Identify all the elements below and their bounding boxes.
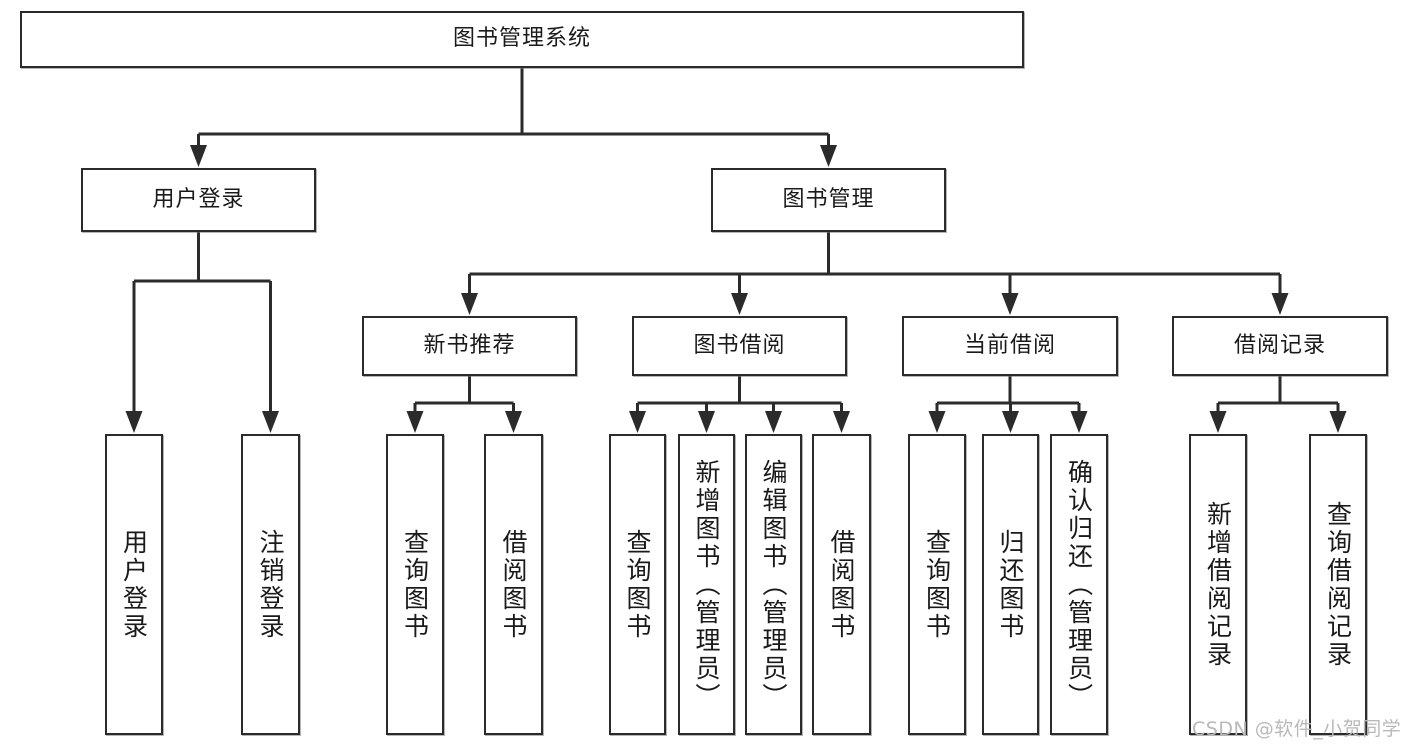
node-leaf-bb-add[interactable]: 新增图书（管理员） [678,434,735,735]
arrowhead [698,411,715,433]
node-label: 查询图书 [623,528,652,641]
node-label: 新增图书（管理员） [692,458,721,711]
node-label: 借阅记录 [1233,332,1326,358]
arrowhead [406,411,424,433]
node-label: 图书管理系统 [452,26,591,52]
edge-group-records [1209,376,1347,433]
node-label: 用户登录 [119,528,149,641]
arrowhead [505,411,522,433]
node-current[interactable]: 当前借阅 [902,316,1118,376]
edge-group-root [190,68,837,167]
node-label: 注销登录 [256,528,285,641]
arrowhead [1209,411,1227,433]
arrowhead [1329,411,1347,433]
node-leaf-cb-query[interactable]: 查询图书 [908,434,966,735]
arrowhead [731,293,748,315]
node-root[interactable]: 图书管理系统 [20,11,1024,68]
node-leaf-bb-edit[interactable]: 编辑图书（管理员） [745,434,802,735]
edge-group-current [928,376,1088,433]
node-leaf-bb-borrow[interactable]: 借阅图书 [812,434,871,735]
arrowhead [1070,411,1088,433]
node-label: 借阅图书 [827,528,856,641]
arrowhead [629,411,646,433]
arrowhead [1001,293,1019,315]
node-label: 图书管理 [782,186,875,212]
node-leaf-nb-borrow[interactable]: 借阅图书 [484,434,543,735]
node-label: 查询图书 [922,528,952,641]
edge-group-newbook [406,376,522,433]
node-label: 借阅图书 [499,528,528,641]
node-label: 编辑图书（管理员） [759,458,788,711]
edge-group-borrow [629,376,850,433]
node-leaf-bb-query[interactable]: 查询图书 [609,434,666,735]
node-label: 确认归还（管理员） [1064,458,1094,711]
node-label: 归还图书 [996,528,1025,641]
node-leaf-nb-query[interactable]: 查询图书 [386,434,444,735]
csdn-watermark: CSDN @软件_小贺同学 [1192,718,1402,740]
arrowhead [1271,293,1289,315]
node-borrow[interactable]: 图书借阅 [632,316,847,376]
node-login[interactable]: 用户登录 [81,168,316,232]
arrowhead [765,411,782,433]
arrowhead [461,293,478,315]
node-bookmgmt[interactable]: 图书管理 [711,168,946,232]
edge-group-bookmgmt [461,232,1289,315]
node-leaf-rec-add[interactable]: 新增借阅记录 [1189,434,1247,735]
node-records[interactable]: 借阅记录 [1172,316,1388,376]
node-leaf-user-logout[interactable]: 注销登录 [241,434,300,735]
node-leaf-rec-query[interactable]: 查询借阅记录 [1309,434,1367,735]
node-label: 新增借阅记录 [1203,500,1233,669]
node-leaf-cb-return[interactable]: 归还图书 [982,434,1039,735]
node-label: 图书借阅 [693,332,786,358]
node-leaf-cb-confirm[interactable]: 确认归还（管理员） [1050,434,1108,735]
node-label: 新书推荐 [423,332,516,358]
node-label: 当前借阅 [963,332,1056,358]
arrowhead [833,411,850,433]
arrowhead [190,145,207,167]
arrowhead [820,145,837,167]
arrowhead [1002,411,1019,433]
edge-group-login [125,232,279,433]
node-label: 用户登录 [152,186,245,212]
node-newbook[interactable]: 新书推荐 [362,316,577,376]
arrowhead [125,411,143,433]
node-label: 查询图书 [400,528,430,641]
node-leaf-user-login[interactable]: 用户登录 [105,434,163,735]
node-label: 查询借阅记录 [1323,500,1353,669]
arrowhead [928,411,946,433]
arrowhead [262,411,279,433]
